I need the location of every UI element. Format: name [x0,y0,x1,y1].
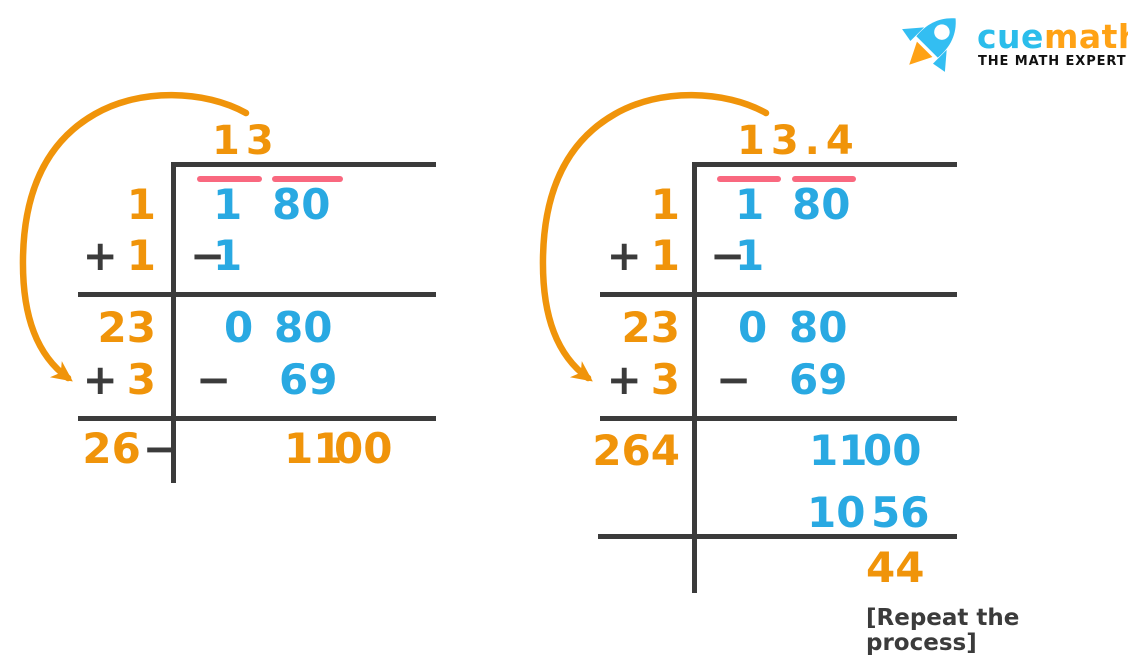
divisor-digit: 1 [650,180,680,229]
division-vertical-line-right [692,162,697,593]
final-remainder: 44 [866,543,925,592]
divisor-row-5-left: 26− [36,428,178,470]
brought-down-group: 80 [789,303,848,352]
divisor-row-4-left: +3 [36,359,156,401]
minus-sign: − [190,231,226,280]
step-line-2-right [600,416,957,421]
repeat-process-note: [Repeat the process] [866,605,1020,657]
divisor-digit: 1 [650,231,680,280]
subtrahend: 69 [789,355,848,404]
digit-pair-bar-left-1 [197,176,262,182]
minus-sign: − [710,231,746,280]
divisor-digit: 3 [650,355,680,404]
placeholder-dash: − [142,424,178,473]
new-dividend-group-2: 00 [334,424,393,473]
product-group-1: 10 [807,488,866,537]
radicand-group-1: 1 [735,180,765,229]
divisor-row-3-left: 23 [36,307,156,349]
radical-top-line-right [692,162,957,167]
subtrahend: 1 [213,231,243,280]
divisor-digit: 26 [82,424,141,473]
logo-tagline: THE MATH EXPERT [978,54,1127,69]
divisor-digit: 1 [126,231,156,280]
divisor-row-4-right: +3 [556,359,680,401]
radicand-group-1: 1 [213,180,243,229]
divisor-row-2-left: +1 [36,235,156,277]
divisor-row-1-right: 1 [556,184,680,226]
new-dividend-group-1: 11 [284,424,343,473]
subtrahend: 69 [279,355,338,404]
digit-pair-bar-right-1 [717,176,781,182]
radicand-group-2: 80 [792,180,851,229]
step-line-1-left [78,292,436,297]
digit-pair-bar-left-2 [272,176,343,182]
plus-sign: + [606,231,642,280]
divisor-digit: 264 [592,426,680,475]
new-dividend-group-2: 00 [863,426,922,475]
divisor-row-3-right: 23 [556,307,680,349]
logo-cue: cue [977,17,1044,56]
plus-sign: + [82,231,118,280]
digit-pair-bar-right-2 [792,176,856,182]
divisor-digit: 1 [126,180,156,229]
rocket-icon [902,18,956,72]
subtrahend: 1 [735,231,765,280]
divisor-digit: 23 [621,303,680,352]
quotient-left: 13 [212,118,280,164]
division-vertical-line-left [171,162,176,483]
divisor-digit: 23 [97,303,156,352]
new-dividend-group-1: 11 [809,426,868,475]
step-line-2-left [78,416,436,421]
divisor-row-1-left: 1 [36,184,156,226]
step-line-3-right [598,534,957,539]
quotient-right: 13.4 [737,118,860,164]
plus-sign: + [606,355,642,404]
radicand-group-2: 80 [272,180,331,229]
minus-sign: − [716,355,752,404]
radical-top-line-left [171,162,436,167]
brought-down-group: 80 [274,303,333,352]
step-line-1-right [600,292,957,297]
divisor-row-2-right: +1 [556,235,680,277]
divisor-row-5-right: 264 [556,430,680,472]
divisor-digit: 3 [126,355,156,404]
remainder-digit: 0 [738,303,768,352]
logo-wordmark: cuemath [977,20,1128,53]
product-group-2: 56 [871,488,930,537]
logo-math: math [1043,17,1128,56]
remainder-digit: 0 [224,303,254,352]
plus-sign: + [82,355,118,404]
minus-sign: − [196,355,232,404]
